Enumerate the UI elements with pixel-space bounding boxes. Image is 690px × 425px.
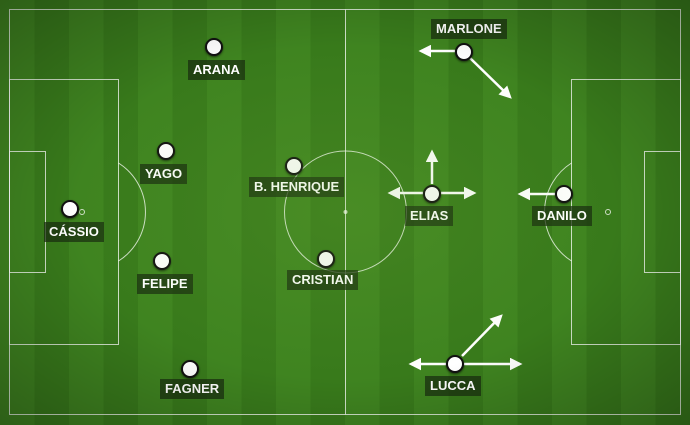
player-marker: [317, 250, 335, 268]
player-marker: [423, 185, 441, 203]
lucca-arrow-diagonal: [461, 314, 503, 357]
left-penalty-spot: [79, 209, 85, 215]
left-penalty-arc: [118, 162, 146, 262]
player-name: CÁSSIO: [44, 222, 104, 242]
marlone-arrow-diagonal: [469, 57, 512, 99]
player-name: YAGO: [140, 164, 188, 184]
player-marker: [181, 360, 199, 378]
right-penalty-spot: [605, 209, 611, 215]
center-spot: [343, 210, 348, 214]
player-marker: [153, 252, 171, 270]
player-name: ELIAS: [405, 206, 454, 226]
right-goal-area: [644, 151, 681, 273]
player-name: CRISTIAN: [287, 270, 359, 290]
player-name: ARANA: [188, 60, 245, 80]
player-marker: [61, 200, 79, 218]
player-name: MARLONE: [431, 19, 507, 39]
player-name: FELIPE: [137, 274, 193, 294]
player-name: FAGNER: [160, 379, 225, 399]
player-marker: [285, 157, 303, 175]
left-goal-area: [9, 151, 46, 273]
player-name: DANILO: [532, 206, 592, 226]
player-name: B. HENRIQUE: [249, 177, 345, 197]
player-marker: [446, 355, 464, 373]
player-marker: [157, 142, 175, 160]
player-name: LUCCA: [425, 376, 481, 396]
player-marker: [555, 185, 573, 203]
player-marker: [455, 43, 473, 61]
player-marker: [205, 38, 223, 56]
